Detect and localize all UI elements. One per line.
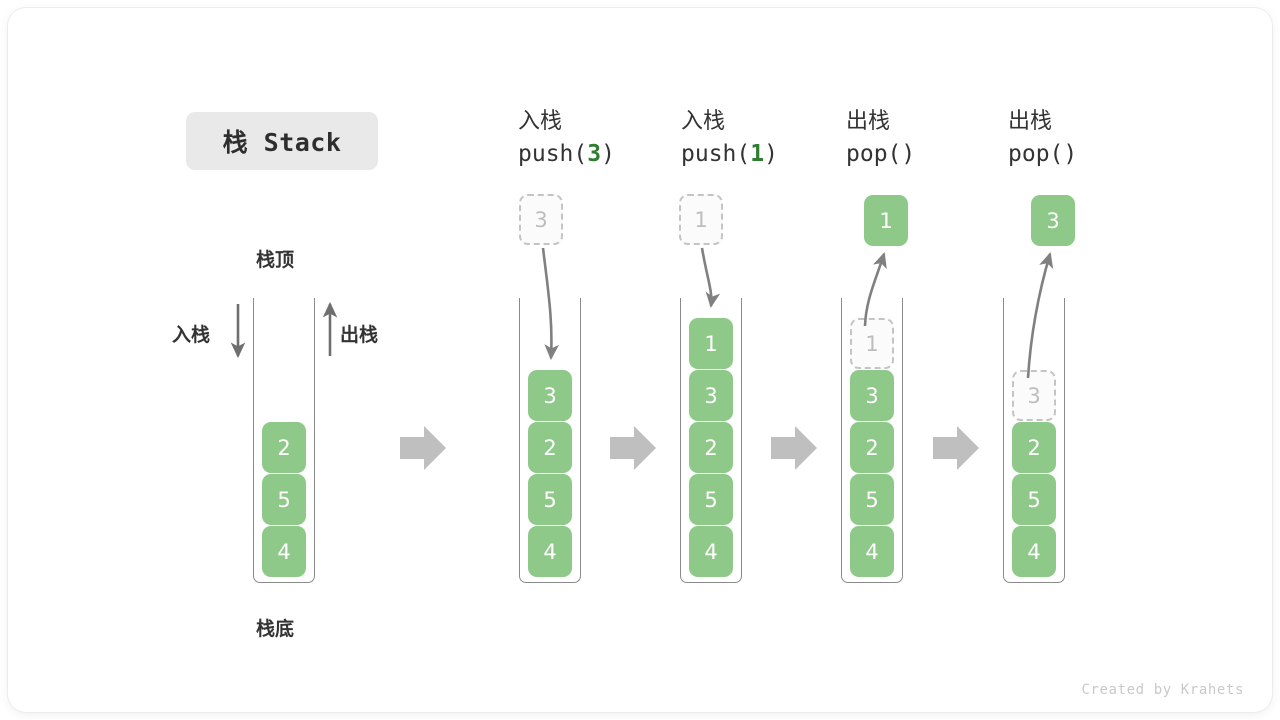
stack-cell: 3 bbox=[689, 370, 733, 421]
stack-cell: 2 bbox=[262, 422, 306, 473]
stack-cell: 4 bbox=[850, 526, 894, 577]
stack-cell: 3 bbox=[528, 370, 572, 421]
push-arg-value: 3 bbox=[587, 141, 602, 167]
stack-cell: 5 bbox=[689, 474, 733, 525]
stack-cell-removed: 3 bbox=[1012, 370, 1056, 421]
column-header-push-3: 入栈 push(3) bbox=[518, 107, 718, 171]
stack-cell: 2 bbox=[528, 422, 572, 473]
column-header-push-1: 入栈 push(1) bbox=[681, 107, 881, 171]
column-header-code: pop() bbox=[846, 141, 916, 167]
floating-push-value-3: 3 bbox=[519, 194, 563, 245]
stack-cell: 2 bbox=[850, 422, 894, 473]
stack-title-badge: 栈 Stack bbox=[186, 112, 378, 170]
stack-cell: 5 bbox=[528, 474, 572, 525]
stack-cell: 4 bbox=[528, 526, 572, 577]
column-header-pop-3: 出栈 pop() bbox=[1008, 107, 1208, 171]
stack-cell: 1 bbox=[689, 318, 733, 369]
column-header-cjk: 出栈 bbox=[846, 109, 891, 134]
label-pop-side: 出栈 bbox=[340, 324, 379, 346]
stack-cell: 5 bbox=[1012, 474, 1056, 525]
column-header-cjk: 入栈 bbox=[518, 109, 563, 134]
stack-cell: 4 bbox=[1012, 526, 1056, 577]
stack-container-pop-3 bbox=[1003, 298, 1065, 583]
label-push-side: 入栈 bbox=[172, 324, 211, 346]
stack-cell-removed: 1 bbox=[850, 318, 894, 369]
stack-cell: 2 bbox=[689, 422, 733, 473]
stack-container-initial bbox=[253, 298, 315, 583]
label-top-of-stack: 栈顶 bbox=[256, 249, 295, 271]
stack-cell: 4 bbox=[262, 526, 306, 577]
push-arg-value: 1 bbox=[750, 141, 765, 167]
column-header-code: push(1) bbox=[681, 141, 778, 167]
column-header-cjk: 入栈 bbox=[681, 109, 726, 134]
stack-cell: 4 bbox=[689, 526, 733, 577]
floating-pop-value-1: 1 bbox=[864, 195, 908, 246]
column-header-pop-1: 出栈 pop() bbox=[846, 107, 1046, 171]
column-header-code: pop() bbox=[1008, 141, 1078, 167]
floating-push-value-1: 1 bbox=[679, 194, 723, 245]
watermark-credit: Created by Krahets bbox=[1081, 682, 1244, 698]
label-bottom-of-stack: 栈底 bbox=[256, 618, 295, 640]
stack-container-push-3 bbox=[519, 298, 581, 583]
stack-container-push-1 bbox=[680, 298, 742, 583]
stack-cell: 5 bbox=[262, 474, 306, 525]
floating-pop-value-3: 3 bbox=[1031, 195, 1075, 246]
stack-container-pop-1 bbox=[841, 298, 903, 583]
stack-cell: 3 bbox=[850, 370, 894, 421]
column-header-cjk: 出栈 bbox=[1008, 109, 1053, 134]
stack-cell: 5 bbox=[850, 474, 894, 525]
column-header-code: push(3) bbox=[518, 141, 615, 167]
stack-cell: 2 bbox=[1012, 422, 1056, 473]
